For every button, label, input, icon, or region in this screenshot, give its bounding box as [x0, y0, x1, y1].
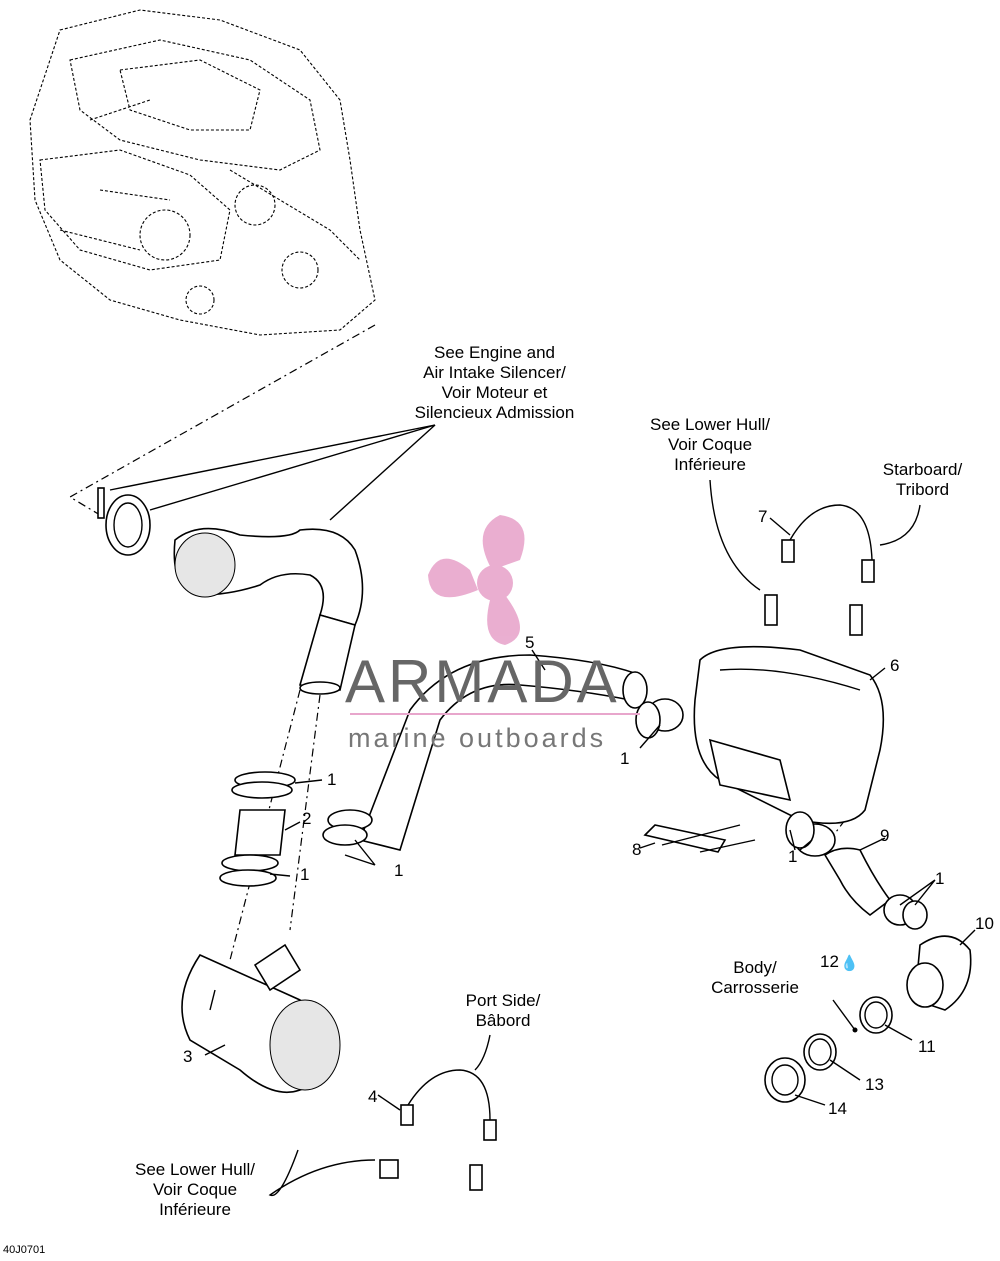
watermark-name: ARMADA: [345, 648, 620, 715]
part-number-1-f: 1: [935, 869, 945, 888]
part-number-12: 12: [820, 952, 839, 971]
outlet-elbow: [906, 935, 972, 1011]
part-number-1-c: 1: [394, 861, 404, 880]
part-number-3: 3: [183, 1047, 193, 1066]
water-box-outlet: [708, 738, 836, 857]
part-number-5: 5: [525, 633, 535, 652]
part-number-4: 4: [368, 1087, 378, 1106]
muffler: [181, 943, 341, 1093]
brackets: [379, 594, 863, 1191]
part-number-11: 11: [918, 1037, 936, 1056]
starboard-callout: Starboard/ Tribord: [882, 460, 963, 499]
elbow-hose: [823, 847, 928, 930]
hose: [643, 824, 741, 853]
part-number-1-b: 1: [300, 865, 310, 884]
part-number-7: 7: [758, 507, 768, 526]
engine-outline: [29, 9, 376, 336]
lower-hull-callout-top: See Lower Hull/ Voir Coque Inférieure: [649, 415, 770, 474]
part-number-10: 10: [975, 914, 994, 933]
part-number-9: 9: [880, 826, 890, 845]
leader-lines: [204, 479, 976, 1197]
water-box: [635, 645, 885, 825]
lower-hull-callout-bottom: See Lower Hull/ Voir Coque Inférieure: [134, 1160, 255, 1219]
part-number-1-d: 1: [620, 749, 630, 768]
body-callout: Body/ Carrosserie: [711, 958, 799, 997]
exhaust-elbow: [173, 527, 364, 695]
seal-rings: [764, 996, 893, 1103]
part-number-13: 13: [865, 1075, 884, 1094]
part-number-14: 14: [828, 1099, 847, 1118]
part-number-8: 8: [632, 840, 642, 859]
part-number-6: 6: [890, 656, 900, 675]
part-number-1-e: 1: [788, 847, 798, 866]
part-number-1-a: 1: [327, 770, 337, 789]
straps: [400, 504, 875, 1141]
engine-clamp: [97, 487, 151, 556]
engine-reference-callout: See Engine and Air Intake Silencer/ Voir…: [414, 343, 575, 422]
drawing-code: 40J0701: [3, 1244, 46, 1256]
watermark-tagline: marine outboards: [348, 723, 607, 753]
long-pipe: [322, 654, 648, 851]
engine-reference-lines: [68, 324, 436, 521]
port-side-callout: Port Side/ Bâbord: [465, 991, 541, 1030]
oil-drop-icon: 💧: [840, 955, 859, 972]
part-number-2: 2: [302, 809, 312, 828]
coupler-stack: [219, 771, 296, 887]
watermark-propeller-icon: [428, 515, 525, 645]
